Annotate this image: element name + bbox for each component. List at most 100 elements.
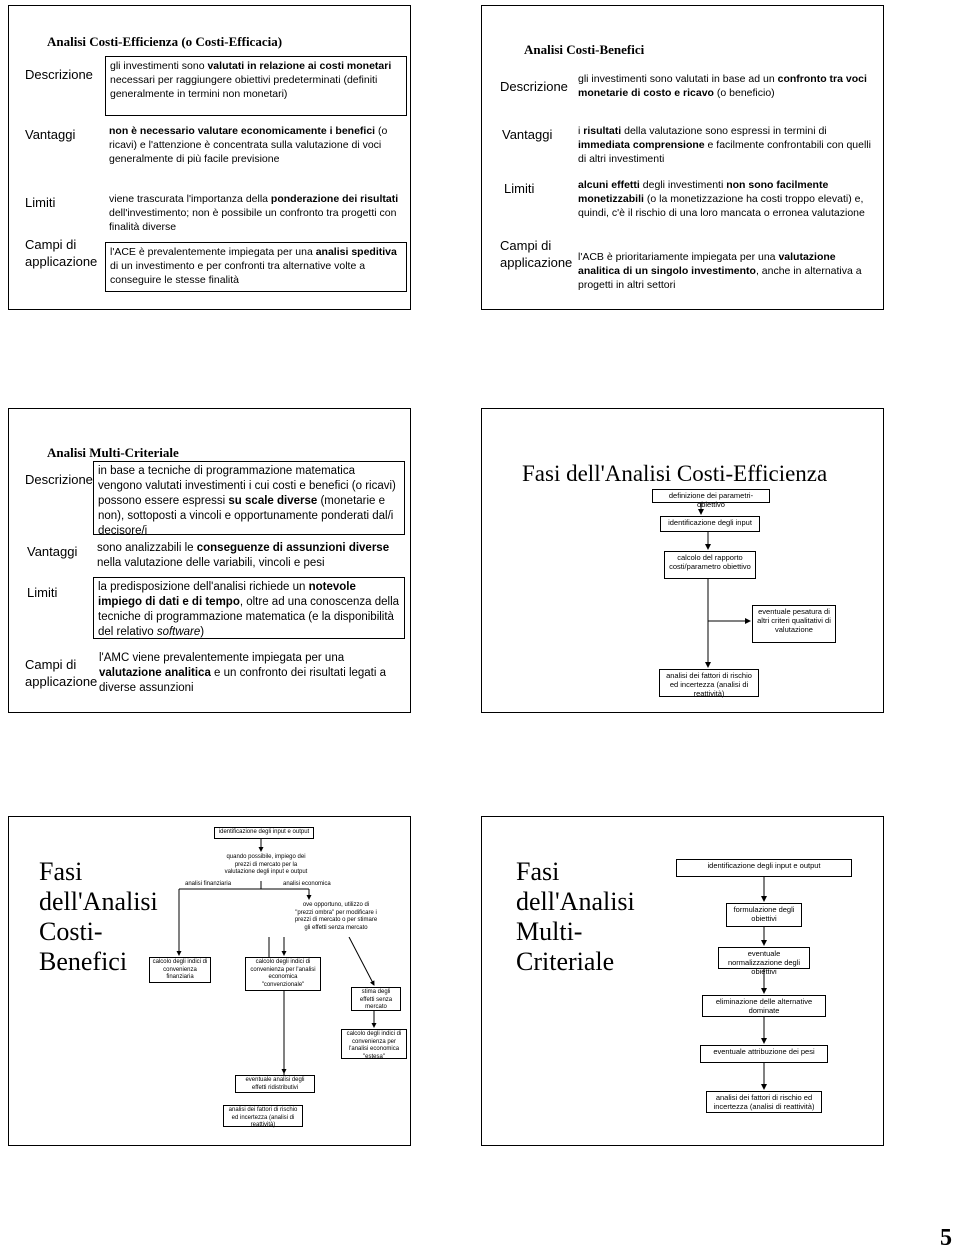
text-run: non sono facilmente monetizzabili bbox=[578, 179, 829, 205]
text-run: analisi speditiva bbox=[315, 246, 397, 258]
vantaggi-text: i risultati della valutazione sono espre… bbox=[578, 124, 874, 166]
label-campi: Campi di applicazione bbox=[25, 657, 98, 689]
flow-arrows bbox=[698, 502, 751, 668]
label-campi: Campi di applicazione bbox=[500, 238, 573, 270]
step-pesatura: eventuale pesatura di altri criteri qual… bbox=[752, 605, 836, 643]
text-run: l'ACE è prevalentemente impiegata per un… bbox=[110, 246, 316, 258]
slide-analisi-costi-benefici: Analisi Costi-Benefici Descrizione gli i… bbox=[481, 5, 884, 310]
step-ove-opportuno: ove opportuno, utilizzo di "prezzi ombra… bbox=[291, 901, 381, 937]
label-analisi-economica: analisi economica bbox=[283, 881, 331, 887]
label-vantaggi: Vantaggi bbox=[502, 127, 553, 142]
step-definizione: definizione dei parametri-obiettivo bbox=[652, 489, 770, 509]
campi-text: l'AMC viene prevalentemente impiegata pe… bbox=[99, 651, 399, 696]
slide-fasi-costi-efficienza: Fasi dell'Analisi Costi-Efficienza defin… bbox=[481, 408, 884, 713]
slide-title: Analisi Costi-Efficienza (o Costi-Effica… bbox=[47, 34, 283, 49]
slide-title: Fasi dell'Analisi Multi-Criteriale bbox=[516, 857, 635, 976]
slide-fasi-costi-benefici: Fasi dell'Analisi Costi-Benefici identif… bbox=[8, 816, 411, 1146]
label-descrizione: Descrizione bbox=[25, 472, 93, 487]
vantaggi-text: sono analizzabili le conseguenze di assu… bbox=[97, 541, 397, 571]
text-run: nella valutazione delle variabili, vinco… bbox=[97, 557, 325, 569]
text-run: della valutazione sono espressi in termi… bbox=[621, 125, 827, 137]
text-run: (monetarie e non), sottoposti a vincoli … bbox=[98, 495, 394, 537]
text-run: su scale diverse bbox=[228, 495, 318, 507]
text-run: la predisposizione dell'analisi richiede… bbox=[98, 581, 309, 593]
slide-title: Analisi Costi-Benefici bbox=[524, 42, 645, 57]
campi-box: l'ACE è prevalentemente impiegata per un… bbox=[105, 242, 407, 292]
step-identificazione: identificazione degli input bbox=[660, 516, 760, 532]
label-limiti: Limiti bbox=[504, 181, 535, 196]
step-calcolo: calcolo del rapporto costi/parametro obi… bbox=[664, 551, 756, 579]
text-run: sono analizzabili le bbox=[97, 542, 197, 554]
step-eliminazione: eliminazione delle alternative dominate bbox=[702, 995, 826, 1017]
text-run: valutati in relazione ai costi monetari bbox=[207, 60, 392, 72]
step-identificazione: identificazione degli input e output bbox=[214, 827, 314, 839]
slide-analisi-costi-efficienza: Analisi Costi-Efficienza (o Costi-Effica… bbox=[8, 5, 411, 310]
limiti-text: viene trascurata l'importanza della pond… bbox=[109, 192, 401, 234]
slide-fasi-multi-criteriale: Fasi dell'Analisi Multi-Criteriale ident… bbox=[481, 816, 884, 1146]
flow-arrows bbox=[761, 877, 767, 1090]
slide-title: Fasi dell'Analisi Costi-Efficienza bbox=[522, 461, 828, 486]
slide-title: Fasi dell'Analisi Costi-Benefici bbox=[39, 857, 158, 976]
vantaggi-text: non è necessario valutare economicamente… bbox=[109, 124, 401, 166]
text-run: gli investimenti sono valutati in base a… bbox=[578, 73, 778, 85]
text-run: in base a tecniche di programmazione mat… bbox=[98, 465, 396, 507]
label-vantaggi: Vantaggi bbox=[27, 544, 78, 559]
text-run: degli investimenti bbox=[639, 179, 727, 191]
text-run: necessari per raggiungere obiettivi pred… bbox=[110, 74, 378, 100]
text-run: conseguenze di assunzioni diverse bbox=[196, 542, 390, 554]
text-run: software bbox=[156, 626, 201, 638]
step-rischio: analisi dei fattori di rischio ed incert… bbox=[706, 1091, 822, 1113]
text-run: (o la monetizzazione ha costi troppo ele… bbox=[578, 193, 865, 219]
text-run: valutazione analitica di un singolo inve… bbox=[578, 251, 836, 277]
text-run: immediata comprensione bbox=[578, 139, 705, 151]
step-attribuzione-pesi: eventuale attribuzione dei pesi bbox=[700, 1045, 828, 1063]
label-vantaggi: Vantaggi bbox=[25, 127, 76, 142]
descrizione-text: gli investimenti sono valutati in base a… bbox=[578, 72, 874, 100]
text-run: gli investimenti sono bbox=[110, 60, 208, 72]
text-run: notevole impiego di dati e di tempo bbox=[98, 581, 356, 608]
page-number: 5 bbox=[940, 1225, 952, 1251]
step-redistributivi: eventuale analisi degli effetti ridistri… bbox=[235, 1075, 315, 1093]
slide-analisi-multi-criteriale: Analisi Multi-Criteriale Descrizione in … bbox=[8, 408, 411, 713]
text-run: l'ACB è prioritariamente impiegata per u… bbox=[578, 251, 779, 263]
text-run: dell'investimento; non è possibile un co… bbox=[109, 207, 397, 233]
text-run: i bbox=[578, 125, 584, 137]
text-run: ) bbox=[200, 626, 205, 638]
flow-arrows bbox=[176, 839, 377, 1089]
limiti-text: alcuni effetti degli investimenti non so… bbox=[578, 178, 868, 220]
text-run: (o beneficio) bbox=[713, 87, 775, 99]
step-quando-possibile: quando possibile, impiego dei prezzi di … bbox=[219, 853, 313, 881]
text-run: viene trascurata l'importanza della bbox=[109, 193, 271, 205]
step-calcolo-convenzionale: calcolo degli indici di convenienza per … bbox=[245, 957, 321, 991]
label-campi: Campi di applicazione bbox=[25, 237, 98, 269]
text-run: alcuni effetti bbox=[578, 179, 640, 191]
step-rischio: analisi dei fattori di rischio ed incert… bbox=[659, 669, 759, 698]
step-normalizzazione: eventuale normalizzazione degli obiettiv… bbox=[718, 947, 810, 976]
text-run: non è necessario valutare economicamente… bbox=[109, 125, 376, 137]
text-run: risultati bbox=[583, 125, 622, 137]
descrizione-box: gli investimenti sono valutati in relazi… bbox=[105, 56, 407, 116]
step-calcolo-finanziaria: calcolo degli indici di convenienza fina… bbox=[149, 957, 211, 983]
label-limiti: Limiti bbox=[25, 195, 56, 210]
step-identificazione: identificazione degli input e output bbox=[676, 859, 852, 877]
title-plain: Analisi bbox=[47, 445, 90, 460]
label-descrizione: Descrizione bbox=[500, 79, 568, 94]
slide-title: Analisi Multi-Criteriale bbox=[47, 445, 179, 461]
text-run: confronto tra voci monetarie di costo e … bbox=[578, 73, 867, 99]
limiti-box: la predisposizione dell'analisi richiede… bbox=[93, 577, 405, 639]
text-run: di un investimento e per confronti tra a… bbox=[110, 260, 366, 286]
text-run: l'AMC viene prevalentemente impiegata pe… bbox=[99, 652, 345, 664]
text-run: valutazione analitica bbox=[99, 667, 211, 679]
text-run: , anche in alternativa a progetti in alt… bbox=[578, 265, 862, 291]
step-formulazione: formulazione degli obiettivi bbox=[726, 903, 802, 927]
descrizione-box: in base a tecniche di programmazione mat… bbox=[93, 461, 405, 537]
text-run: e un confronto dei risultati legati a di… bbox=[99, 667, 387, 694]
title-bold: Multi-Criteriale bbox=[89, 445, 179, 460]
campi-text: l'ACB è prioritariamente impiegata per u… bbox=[578, 250, 874, 292]
label-limiti: Limiti bbox=[27, 585, 58, 600]
text-run: , oltre ad una conoscenza della tecniche… bbox=[98, 596, 400, 638]
text-run: (o ricavi) e l'attenzione è concentrata … bbox=[109, 125, 388, 165]
step-stima-effetti: stima degli effetti senza mercato bbox=[351, 987, 401, 1011]
label-analisi-finanziaria: analisi finanziaria bbox=[185, 881, 232, 887]
step-rischio: analisi dei fattori di rischio ed incert… bbox=[223, 1105, 303, 1128]
